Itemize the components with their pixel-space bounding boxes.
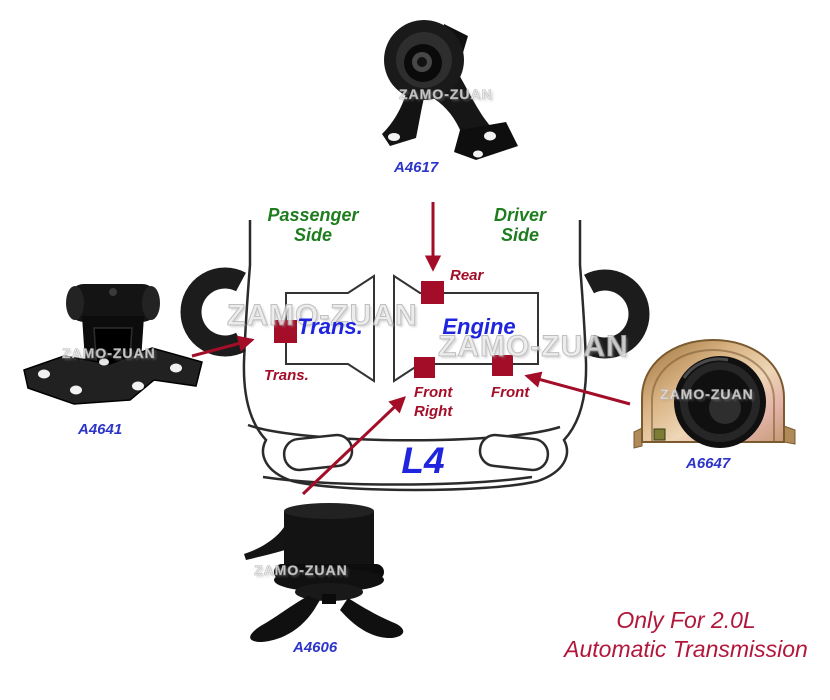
fog-lamp-right <box>478 433 550 472</box>
part-photo-a6647 <box>632 326 797 458</box>
fitment-note: Only For 2.0L Automatic Transmission <box>540 606 830 664</box>
mount-foot-left <box>382 94 424 146</box>
bolt-hole <box>70 385 82 395</box>
bolt-hole <box>99 358 109 366</box>
leg-left <box>250 596 320 642</box>
transmission-box <box>285 274 375 383</box>
mount-markers <box>274 281 513 378</box>
mount-marker-front-right <box>414 357 435 378</box>
engine-code-label: L4 <box>401 440 445 481</box>
base-plate <box>23 347 203 405</box>
mount-base <box>454 122 518 160</box>
passenger-side-label: Passenger Side <box>267 205 359 245</box>
driver-side-label: Driver Side <box>493 205 547 245</box>
bolt-square <box>653 428 666 441</box>
car-body-outline <box>242 220 588 492</box>
canister <box>284 504 374 566</box>
center-bushing <box>709 392 741 424</box>
side-mirrors <box>180 267 650 359</box>
rear-mount-label: Rear <box>450 267 484 284</box>
leg-right <box>340 598 404 639</box>
part-number-a4617: A4617 <box>394 159 439 176</box>
hub <box>295 583 363 601</box>
fitment-note-line2: Automatic Transmission <box>564 636 808 662</box>
bolt-hole <box>109 288 117 296</box>
bolt-hole <box>132 381 144 391</box>
trans-mount-label: Trans. <box>264 367 309 384</box>
part-number-a6647: A6647 <box>686 455 731 472</box>
front-mount-label: Front <box>491 384 530 401</box>
mount-marker-front <box>492 355 513 376</box>
mount-marker-rear <box>421 281 444 304</box>
part-photo-a4617 <box>372 10 522 162</box>
part-photo-a4641 <box>18 276 208 426</box>
arrow-a4606-to-front-right <box>301 396 406 496</box>
bolt-hole <box>473 150 483 158</box>
bumper-top-line <box>247 423 561 442</box>
transmission-label: Trans. <box>297 314 363 339</box>
part-number-a4641: A4641 <box>78 421 123 438</box>
front-right-mount-label: Front Right <box>414 384 453 420</box>
fog-lamp-left <box>282 433 354 472</box>
bolt-hole <box>484 131 496 141</box>
mount-marker-trans <box>274 320 297 343</box>
bumper-bottom-line <box>262 475 533 486</box>
arrow-a6647-to-front <box>524 371 631 406</box>
mirror-right <box>584 269 650 359</box>
arrow-a4641-to-trans <box>191 335 255 358</box>
mount-foot-left <box>633 427 643 449</box>
engine-label: Engine <box>442 314 516 339</box>
bolt-hole <box>388 133 400 141</box>
bolt-hole <box>170 363 182 373</box>
bushing-cylinder <box>68 284 158 322</box>
fitment-note-line1: Only For 2.0L <box>616 607 756 633</box>
part-photo-a4606 <box>228 494 428 646</box>
mirror-left <box>180 267 246 357</box>
pointer-arrows <box>191 202 631 496</box>
part-number-a4606: A4606 <box>293 639 338 656</box>
bolt-hole <box>38 369 50 379</box>
